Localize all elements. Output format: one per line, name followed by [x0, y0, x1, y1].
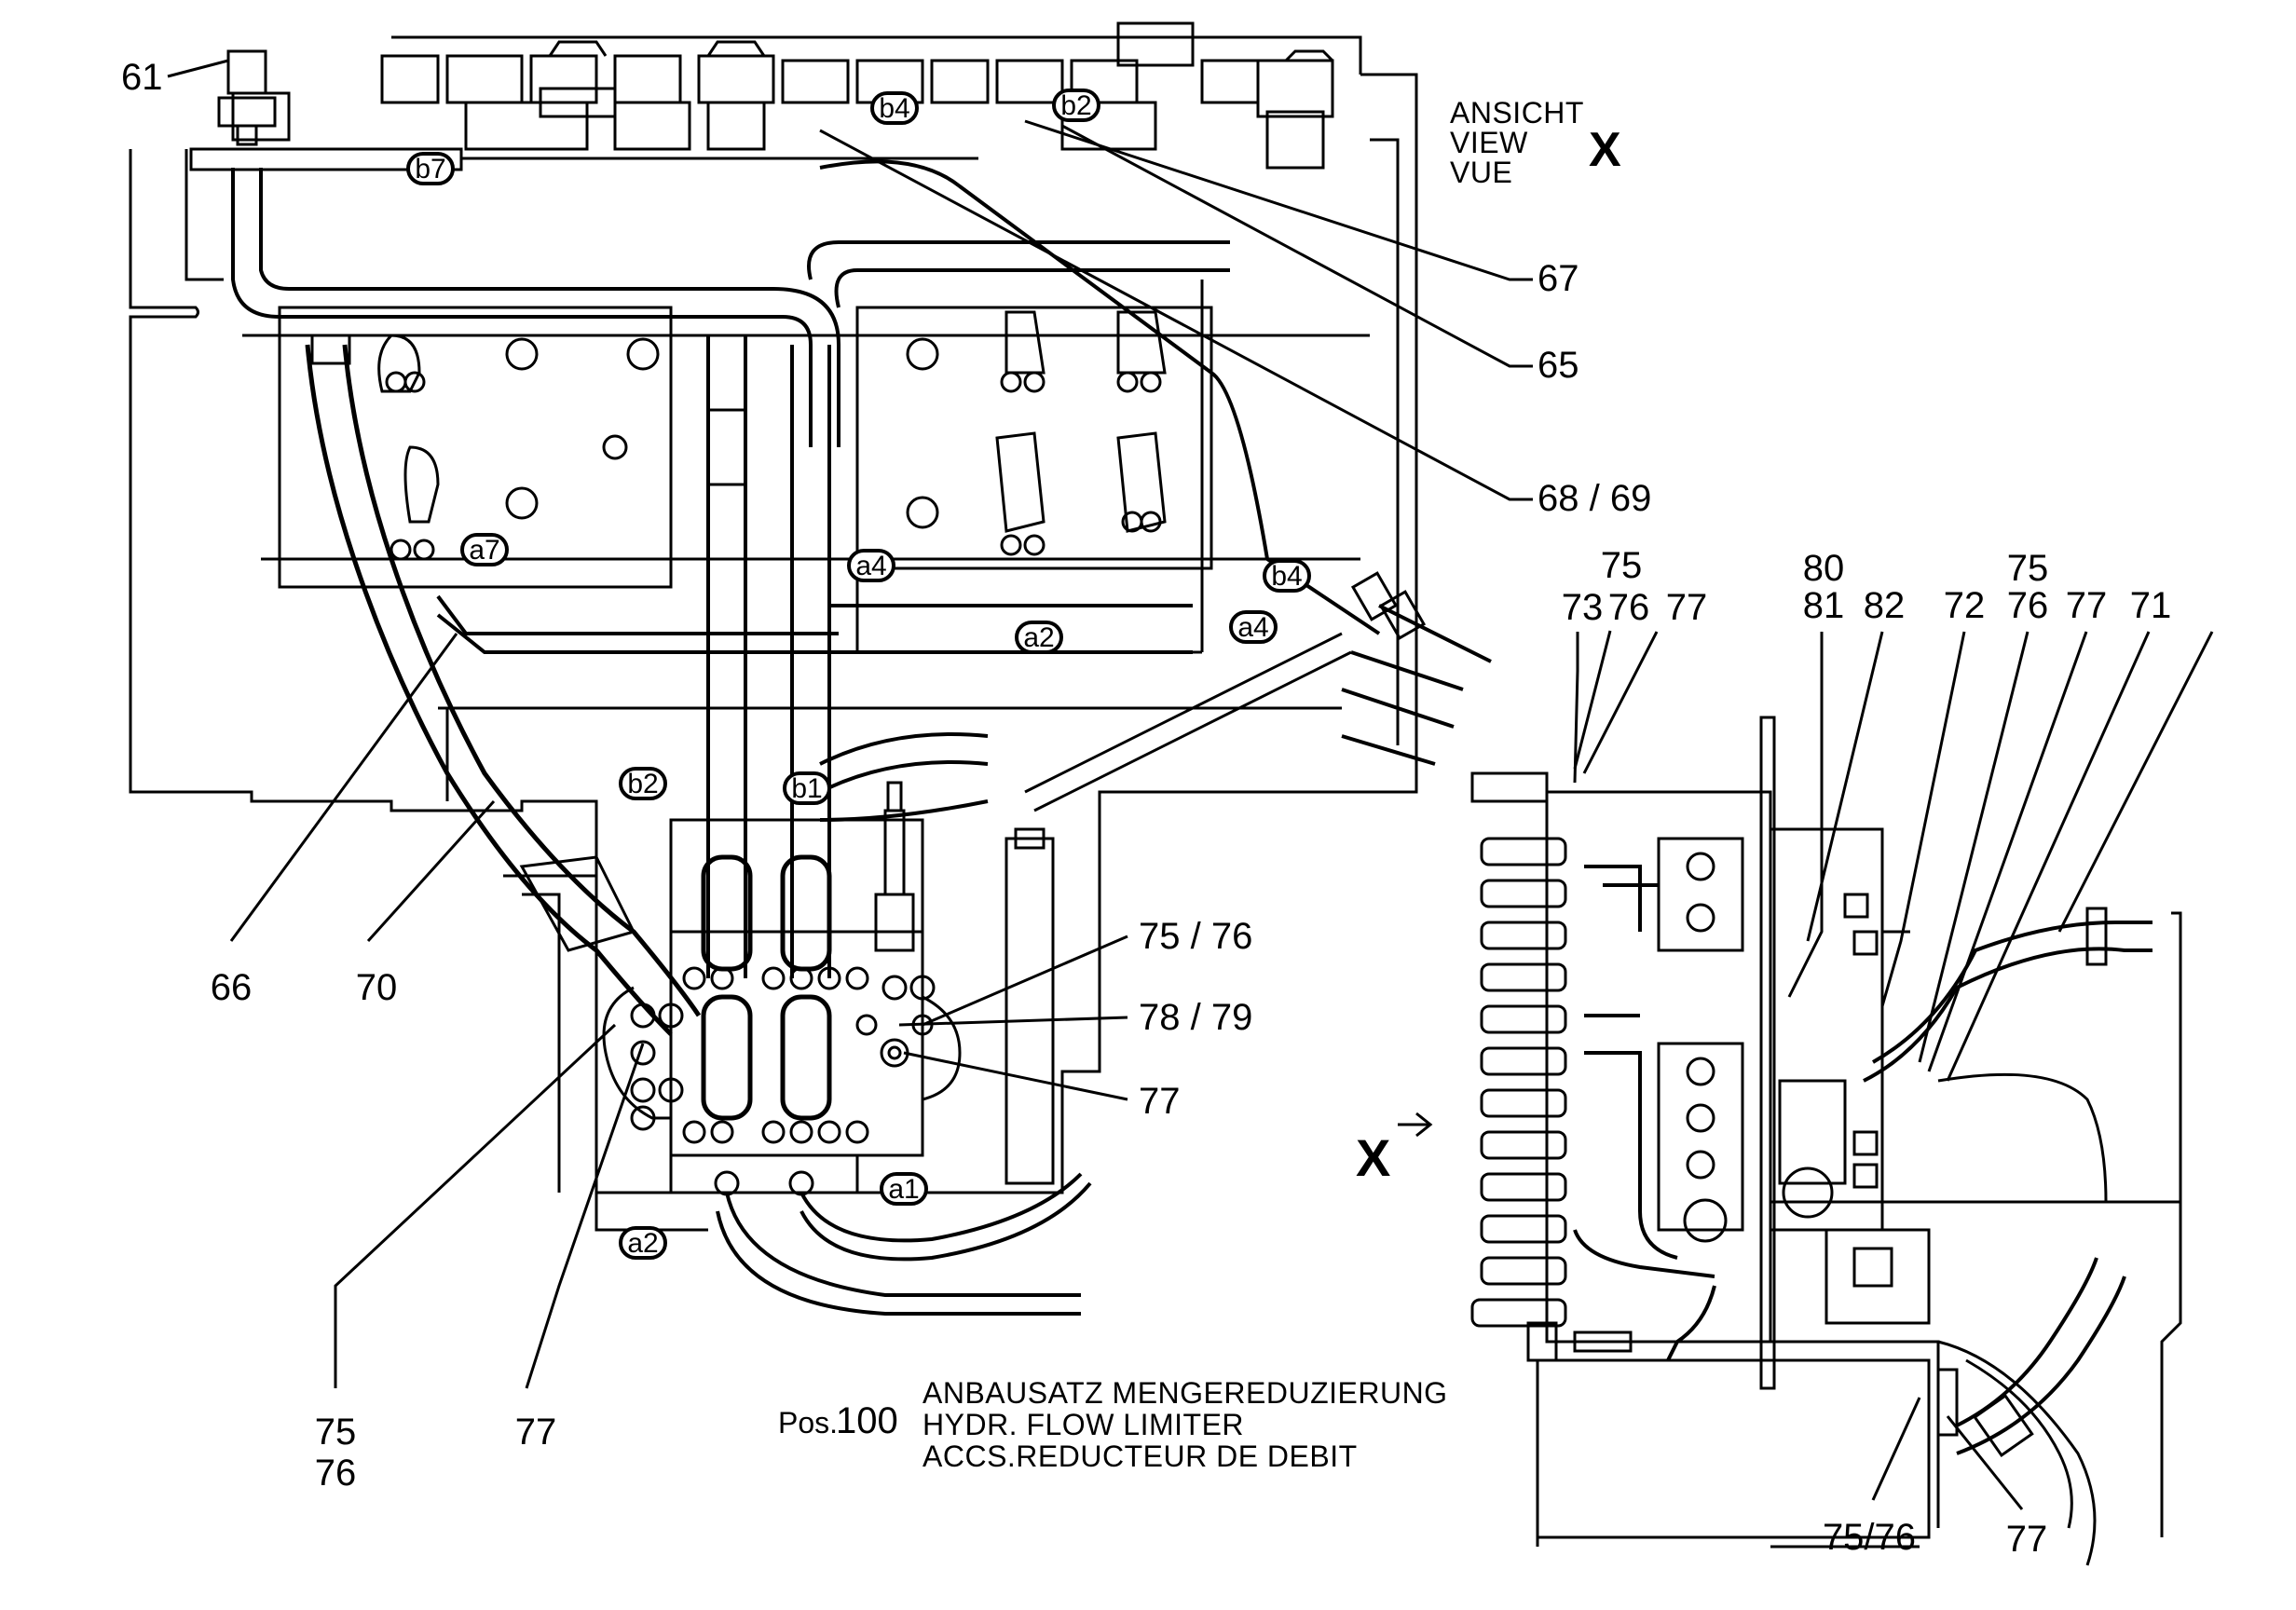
side-view-cooler-fins	[1470, 837, 1567, 1328]
port-tag-b4-top: b4	[870, 91, 919, 125]
main-assembly-drawing	[129, 21, 1492, 1316]
callout-77-left: 77	[515, 1412, 557, 1453]
port-tag-b7-text: b7	[415, 154, 445, 184]
callout-70: 70	[356, 967, 398, 1008]
port-tag-b2-top-text: b2	[1060, 90, 1091, 121]
callout-75-left: 75	[315, 1412, 357, 1453]
callout-67: 67	[1538, 258, 1579, 299]
port-tag-a1-text: a1	[888, 1174, 919, 1205]
view-label-letter: X	[1589, 123, 1621, 177]
callout-81: 81	[1803, 585, 1845, 626]
caption-line2: HYDR. FLOW LIMITER	[922, 1408, 1244, 1441]
view-label-line3: VUE	[1450, 156, 1512, 189]
middle-left-block	[278, 306, 673, 589]
callout-73: 73	[1562, 587, 1604, 628]
callout-76-left: 76	[315, 1453, 357, 1494]
port-tag-b2-top: b2	[1052, 89, 1100, 122]
port-tag-a2-mid: a2	[1015, 621, 1063, 654]
callout-71: 71	[2130, 585, 2172, 626]
port-tag-b4-right: b4	[1263, 559, 1311, 593]
port-tag-a7: a7	[460, 533, 509, 566]
port-tag-a4-right: a4	[1229, 610, 1278, 644]
port-tag-b4-right-text: b4	[1271, 561, 1302, 592]
callout-75-top: 75	[1601, 545, 1643, 586]
port-tag-a4-right-text: a4	[1237, 612, 1268, 643]
callout-77-bottom: 77	[2006, 1519, 2048, 1560]
callout-61: 61	[121, 57, 163, 98]
callout-76-top: 76	[1608, 587, 1650, 628]
top-valve-bank	[231, 21, 1334, 170]
view-label-line1: ANSICHT	[1450, 96, 1584, 130]
port-tag-a4-mid: a4	[847, 549, 895, 582]
port-tag-a2-bottom-text: a2	[627, 1228, 658, 1259]
leader-lines	[167, 59, 2214, 1510]
callout-75-76-bottom: 75/76	[1823, 1517, 1916, 1558]
fitting-61	[217, 49, 277, 146]
callout-66: 66	[211, 967, 253, 1008]
port-tag-b2-left: b2	[619, 767, 667, 800]
callout-75-right: 75	[2007, 548, 2049, 589]
callout-68-69: 68 / 69	[1538, 478, 1651, 519]
callout-65: 65	[1538, 345, 1579, 386]
middle-right-block	[855, 306, 1213, 570]
callout-75-76-main: 75 / 76	[1139, 916, 1252, 957]
side-view-drawing	[1470, 716, 2182, 1566]
port-tag-b4-top-text: b4	[879, 93, 909, 124]
callout-labels: 61 67 65 68 / 69 75 / 76 78 / 79 77 66 7…	[121, 57, 2171, 1560]
port-tags: b7 b4 b2 a7 a4 a2 b4 a4	[406, 89, 1311, 1260]
caption-line1: ANBAUSATZ MENGEREDUZIERUNG	[922, 1376, 1448, 1410]
port-tag-a2-mid-text: a2	[1023, 622, 1054, 653]
port-tag-a1: a1	[880, 1172, 928, 1206]
caption: Pos. 100 ANBAUSATZ MENGEREDUZIERUNG HYDR…	[778, 1376, 1448, 1473]
view-label: ANSICHT VIEW VUE X	[1450, 96, 1621, 189]
caption-pos-prefix: Pos.	[778, 1406, 838, 1439]
callout-72: 72	[1944, 585, 1986, 626]
port-tag-b2-left-text: b2	[627, 769, 658, 799]
port-tag-b7: b7	[406, 152, 455, 185]
port-tag-a7-text: a7	[469, 535, 499, 566]
caption-pos-number: 100	[836, 1400, 898, 1441]
callout-77-top: 77	[1666, 587, 1708, 628]
view-label-line2: VIEW	[1450, 126, 1528, 159]
callout-80: 80	[1803, 548, 1845, 589]
callout-82: 82	[1864, 585, 1906, 626]
port-tag-b1-text: b1	[791, 773, 822, 804]
port-tag-b1: b1	[783, 771, 831, 805]
caption-line3: ACCS.REDUCTEUR DE DEBIT	[922, 1439, 1358, 1473]
flow-limiter-assembly	[602, 781, 962, 1196]
view-arrow-letter: X	[1356, 1128, 1390, 1187]
callout-77-main: 77	[1139, 1081, 1181, 1122]
callout-77-right: 77	[2066, 585, 2108, 626]
support-column	[1004, 837, 1055, 1185]
callout-76-right: 76	[2007, 585, 2049, 626]
port-tag-a4-mid-text: a4	[855, 551, 886, 581]
port-tag-a2-bottom: a2	[619, 1226, 667, 1260]
callout-78-79: 78 / 79	[1139, 997, 1252, 1038]
